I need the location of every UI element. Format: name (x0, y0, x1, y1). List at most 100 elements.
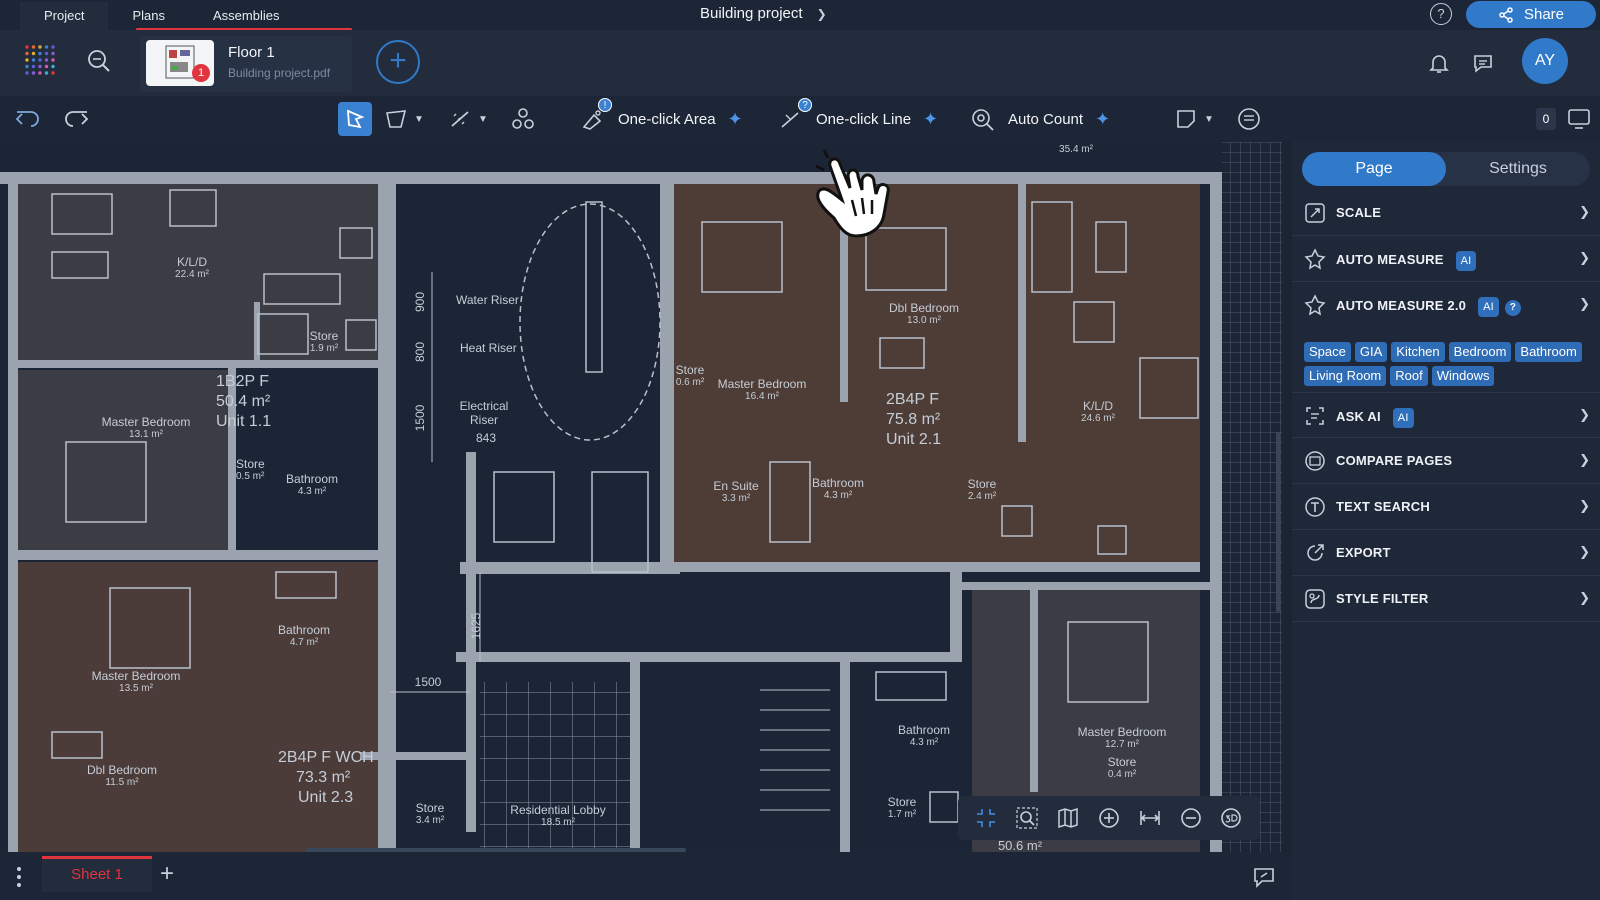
room-area: 1.9 m² (310, 343, 339, 354)
one-click-area-button[interactable]: ! One-click Area ✦ (580, 98, 743, 136)
note-tool-button[interactable]: ▼ (1174, 102, 1214, 136)
project-breadcrumb[interactable]: Building project ❯ (700, 5, 827, 22)
vertical-scrollbar[interactable] (1276, 432, 1280, 612)
help-icon[interactable]: ? (1430, 3, 1452, 25)
horizontal-scrollbar[interactable] (306, 848, 686, 852)
panel-row-label: TEXT SEARCH (1336, 499, 1430, 514)
sheet-tab[interactable]: Sheet 1 (42, 856, 152, 892)
unit-name: Unit 2.3 (298, 789, 353, 806)
room-label: Master Bedroom (92, 669, 181, 683)
chip-kitchen[interactable]: Kitchen (1391, 342, 1445, 362)
room-label: Residential Lobby (510, 803, 605, 817)
chevron-right-icon: ❯ (1579, 296, 1590, 311)
chip-bedroom[interactable]: Bedroom (1448, 342, 1512, 362)
room-label: Dbl Bedroom (87, 763, 157, 777)
search-document-icon[interactable] (86, 48, 112, 74)
panel-row-label: AUTO MEASURE 2.0 (1336, 298, 1467, 313)
chip-living-room[interactable]: Living Room (1304, 366, 1387, 386)
legend-icon[interactable] (1236, 102, 1262, 136)
plan-canvas[interactable]: K/L/D 22.4 m² Store 1.9 m² 1B2P F 50.4 m… (0, 142, 1282, 852)
room-label: Store (1108, 755, 1137, 769)
compare-pages-icon (1305, 451, 1325, 471)
panel-row-text-search[interactable]: TEXT SEARCH ❯ (1292, 484, 1600, 530)
room-label: Store (888, 795, 917, 809)
undo-icon[interactable] (14, 102, 42, 136)
chip-bathroom[interactable]: Bathroom (1515, 342, 1582, 362)
map-icon[interactable] (1056, 806, 1080, 830)
dimension-label: 900 (413, 292, 427, 312)
count-tool-icon[interactable] (510, 102, 536, 136)
user-avatar[interactable]: AY (1522, 38, 1568, 84)
room-area: 4.7 m² (290, 637, 319, 648)
ai-badge: AI (1455, 251, 1477, 271)
tab-page[interactable]: Page (1302, 152, 1446, 186)
display-icon[interactable] (1566, 102, 1592, 136)
feedback-icon[interactable] (1252, 866, 1276, 888)
chip-gia[interactable]: GIA (1354, 342, 1388, 362)
chevron-right-icon: ❯ (1579, 204, 1590, 219)
add-document-button[interactable]: + (376, 40, 420, 84)
chevron-down-icon[interactable]: ▼ (478, 113, 488, 125)
chevron-down-icon[interactable]: ▼ (414, 113, 424, 125)
room-area: 11.5 m² (105, 777, 139, 788)
redo-icon[interactable] (62, 102, 90, 136)
tab-assemblies[interactable]: Assemblies (213, 8, 280, 23)
line-tool-button[interactable]: ▼ (448, 102, 488, 136)
fit-width-icon[interactable] (1138, 806, 1162, 830)
document-badge: 1 (192, 64, 210, 82)
share-icon (1499, 6, 1513, 23)
chevron-down-icon[interactable]: ▼ (1204, 113, 1214, 125)
select-tool-button[interactable] (338, 102, 372, 136)
document-title: Floor 1 (228, 44, 275, 61)
magic-line-icon (781, 112, 799, 128)
measure-line-icon (451, 111, 469, 127)
share-button[interactable]: Share (1466, 1, 1596, 28)
panel-row-label: COMPARE PAGES (1336, 453, 1453, 468)
chevron-right-icon: ❯ (1579, 590, 1590, 605)
room-area: 2.4 m² (968, 491, 997, 502)
tab-settings[interactable]: Settings (1489, 160, 1547, 177)
help-badge[interactable]: ? (1504, 300, 1521, 316)
room-area: 0.5 m² (236, 471, 265, 482)
unit-area: 73.3 m² (296, 769, 351, 786)
room-area: 3.3 m² (722, 493, 751, 504)
room-label: Bathroom (286, 472, 338, 486)
notification-bell-icon[interactable] (1428, 52, 1450, 74)
sheet-name: Sheet 1 (71, 866, 123, 883)
panel-row-compare-pages[interactable]: COMPARE PAGES ❯ (1292, 438, 1600, 484)
ask-ai-icon (1306, 407, 1324, 425)
zoom-out-icon[interactable] (1179, 806, 1203, 830)
ai-badge: AI (1392, 408, 1414, 428)
panel-row-export[interactable]: EXPORT ❯ (1292, 530, 1600, 576)
panel-row-style-filter[interactable]: STYLE FILTER ❯ (1292, 576, 1600, 622)
3d-view-icon[interactable] (1219, 806, 1243, 830)
zoom-area-icon[interactable] (1015, 806, 1039, 830)
unit-type: 2B4P F (886, 391, 939, 408)
room-label: Heat Riser (460, 341, 517, 355)
chip-roof[interactable]: Roof (1390, 366, 1428, 386)
panel-row-scale[interactable]: SCALE ❯ (1292, 190, 1600, 236)
document-card[interactable]: 1 Floor 1 Building project.pdf (140, 36, 352, 92)
add-sheet-button[interactable]: + (160, 860, 175, 887)
room-label: K/L/D (177, 255, 207, 269)
unit-name: Unit 2.1 (886, 431, 941, 448)
tab-project[interactable]: Project (20, 2, 109, 30)
room-label: Water Riser (456, 293, 519, 307)
room-label: 843 (476, 431, 496, 445)
more-options-icon[interactable] (16, 866, 22, 888)
apps-grid-icon[interactable] (24, 44, 56, 76)
chip-windows[interactable]: Windows (1431, 366, 1495, 386)
room-label: Master Bedroom (102, 415, 191, 429)
area-tool-button[interactable]: ▼ (384, 102, 424, 136)
room-label: Store (416, 801, 445, 815)
zoom-in-icon[interactable] (1097, 806, 1121, 830)
tab-plans[interactable]: Plans (132, 8, 165, 23)
fit-screen-icon[interactable] (974, 806, 998, 830)
chip-space[interactable]: Space (1304, 342, 1351, 362)
one-click-line-button[interactable]: ? One-click Line ✦ (778, 98, 938, 136)
auto-count-button[interactable]: Auto Count ✦ (970, 102, 1110, 136)
comments-icon[interactable] (1472, 52, 1494, 74)
